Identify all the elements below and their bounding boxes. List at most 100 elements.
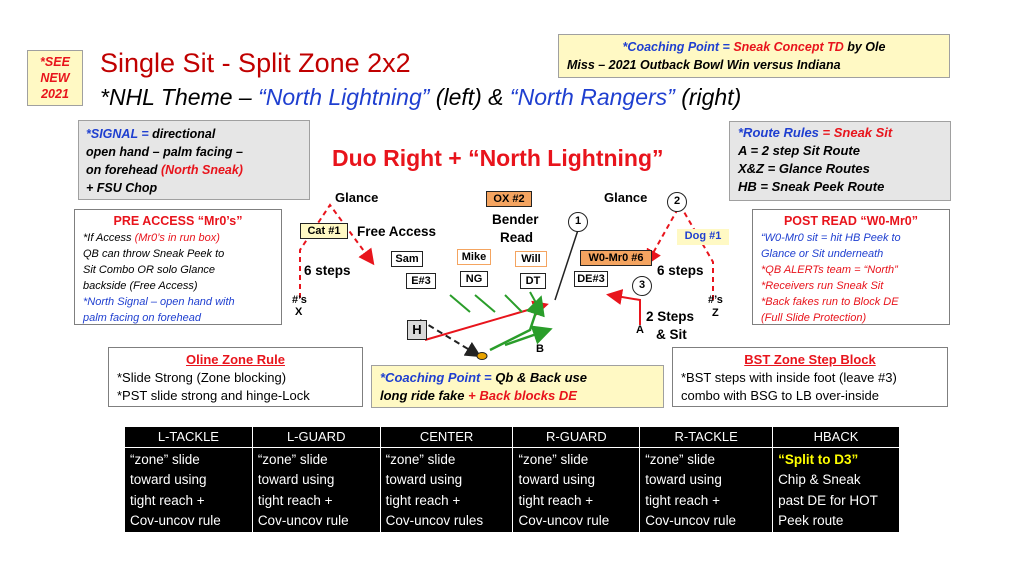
- header-r-tackle: R-TACKLE: [639, 427, 774, 448]
- subtitle-mid: (left) &: [429, 84, 510, 110]
- pre-access-l5: *North Signal – open hand with: [83, 296, 235, 308]
- qb-fake-path: [419, 319, 482, 358]
- signal-box: *SIGNAL = directional open hand – palm f…: [78, 120, 310, 200]
- signal-l3b: (North Sneak): [161, 163, 243, 177]
- sam-label: Sam: [391, 251, 423, 267]
- bender-label: Bender: [492, 212, 539, 227]
- w0mr0-label: W0-Mr0 #6: [580, 250, 652, 266]
- post-read-l2: Glance or Sit underneath: [761, 248, 884, 260]
- header-hback: HBACK: [772, 427, 900, 448]
- subtitle-prefix: *NHL Theme –: [100, 84, 259, 110]
- see-new-line3: 2021: [41, 87, 69, 101]
- a-receiver: A: [636, 324, 644, 336]
- pre-access-box: PRE ACCESS “Mr0’s” *If Access (Mr0’s in …: [74, 209, 282, 325]
- subtitle-left-name: “North Lightning”: [258, 84, 430, 110]
- coaching-mid-l2a: long ride fake: [380, 388, 469, 403]
- post-read-l1: “W0-Mr0 sit = hit HB Peek to: [761, 232, 901, 244]
- read-number-3: 3: [632, 276, 652, 296]
- de3-label: DE#3: [574, 271, 608, 287]
- oline-rule-l1: *Slide Strong (Zone blocking): [117, 370, 287, 385]
- post-read-l3: *QB ALERTs team = “North”: [761, 264, 898, 276]
- header-center: CENTER: [379, 427, 514, 448]
- read-label: Read: [500, 230, 534, 245]
- will-label: Will: [515, 251, 547, 267]
- coaching-top-label: *Coaching Point =: [622, 40, 734, 54]
- football-icon: [476, 352, 488, 360]
- pre-access-title: PRE ACCESS “Mr0’s”: [113, 214, 243, 228]
- coaching-mid-l1: Qb & Back use: [495, 370, 587, 385]
- read-line: [554, 229, 579, 301]
- numbers-x-label: #’s: [292, 294, 307, 306]
- mike-label: Mike: [457, 249, 491, 265]
- pre-access-l1b: (Mr0’s in run box): [134, 232, 220, 244]
- bst-rule-box: BST Zone Step Block *BST steps with insi…: [672, 347, 948, 407]
- coaching-top-line2: Miss – 2021 Outback Bowl Win versus Indi…: [567, 58, 841, 72]
- signal-l4: + FSU Chop: [86, 181, 158, 195]
- route-rules-label: *Route Rules: [738, 125, 819, 140]
- dt-label: DT: [520, 273, 546, 289]
- play-call: Duo Right + “North Lightning”: [332, 145, 664, 171]
- route-x-glance: [299, 203, 375, 298]
- ox2-label: OX #2: [486, 191, 532, 207]
- ng-label: NG: [460, 271, 488, 287]
- post-read-title: POST READ “W0-Mr0”: [783, 214, 919, 228]
- cat1-label: Cat #1: [300, 223, 348, 239]
- post-read-l4: *Receivers run Sneak Sit: [761, 280, 884, 292]
- assignment-table: L-TACKLE L-GUARD CENTER R-GUARD R-TACKLE…: [124, 427, 900, 532]
- oline-rule-title: Oline Zone Rule: [186, 352, 285, 367]
- table-header-row: L-TACKLE L-GUARD CENTER R-GUARD R-TACKLE…: [124, 427, 900, 448]
- see-new-badge: *SEE NEW 2021: [27, 50, 83, 106]
- signal-l2: open hand – palm facing –: [86, 145, 243, 159]
- see-new-line2: NEW: [40, 71, 70, 85]
- route-rule-hb: HB = Sneak Peek Route: [738, 179, 885, 194]
- sit-label: & Sit: [656, 327, 687, 342]
- header-l-guard: L-GUARD: [251, 427, 381, 448]
- oline-rule-box: Oline Zone Rule *Slide Strong (Zone bloc…: [108, 347, 363, 407]
- route-rule-xz: X&Z = Glance Routes: [738, 161, 870, 176]
- read-number-2: 2: [667, 192, 687, 212]
- coaching-mid-l2b: + Back blocks DE: [468, 388, 577, 403]
- two-steps-label: 2 Steps: [646, 309, 695, 324]
- bst-rule-l1: *BST steps with inside foot (leave #3): [681, 370, 897, 385]
- header-l-tackle: L-TACKLE: [124, 427, 253, 448]
- pre-access-l2: QB can throw Sneak Peek to: [83, 248, 225, 260]
- route-z-glance: [646, 202, 714, 300]
- bst-rule-title: BST Zone Step Block: [744, 352, 876, 367]
- page-subtitle: *NHL Theme – “North Lightning” (left) & …: [100, 84, 741, 111]
- route-a-sit: [606, 289, 641, 325]
- steps-left-label: 6 steps: [304, 263, 351, 278]
- signal-l3a: on forehead: [86, 163, 162, 177]
- oline-rule-l2: *PST slide strong and hinge-Lock: [117, 388, 310, 403]
- header-r-guard: R-GUARD: [512, 427, 641, 448]
- coaching-mid-label: *Coaching Point =: [380, 370, 496, 385]
- bst-rule-l2: combo with BSG to LB over-inside: [681, 388, 879, 403]
- steps-right-label: 6 steps: [657, 263, 704, 278]
- pre-access-l1a: *If Access: [83, 232, 135, 244]
- glance-right-label: Glance: [604, 190, 648, 205]
- glance-left-label: Glance: [335, 190, 379, 205]
- coaching-top-rest: by Ole: [843, 40, 886, 54]
- post-read-l6: (Full Slide Protection): [761, 312, 867, 324]
- page-title: Single Sit - Split Zone 2x2: [100, 48, 411, 78]
- pre-access-l6: palm facing on forehead: [83, 312, 202, 324]
- coaching-top-emph: Sneak Concept TD: [733, 40, 844, 54]
- coaching-point-mid: *Coaching Point = Qb & Back use long rid…: [371, 365, 664, 408]
- see-new-line1: *SEE: [40, 55, 70, 69]
- z-receiver: Z: [712, 307, 719, 319]
- e3-label: E#3: [406, 273, 436, 289]
- subtitle-suffix: (right): [674, 84, 742, 110]
- coaching-point-top: *Coaching Point = Sneak Concept TD by Ol…: [558, 34, 950, 78]
- route-rules-box: *Route Rules = Sneak Sit A = 2 step Sit …: [729, 121, 951, 201]
- route-hb-peek: [424, 300, 549, 341]
- route-rule-a: A = 2 step Sit Route: [738, 143, 860, 158]
- route-back-2: [504, 325, 553, 347]
- dog1-label: Dog #1: [677, 229, 729, 245]
- b-back: B: [536, 343, 544, 355]
- route-rules-emph: = Sneak Sit: [818, 125, 893, 140]
